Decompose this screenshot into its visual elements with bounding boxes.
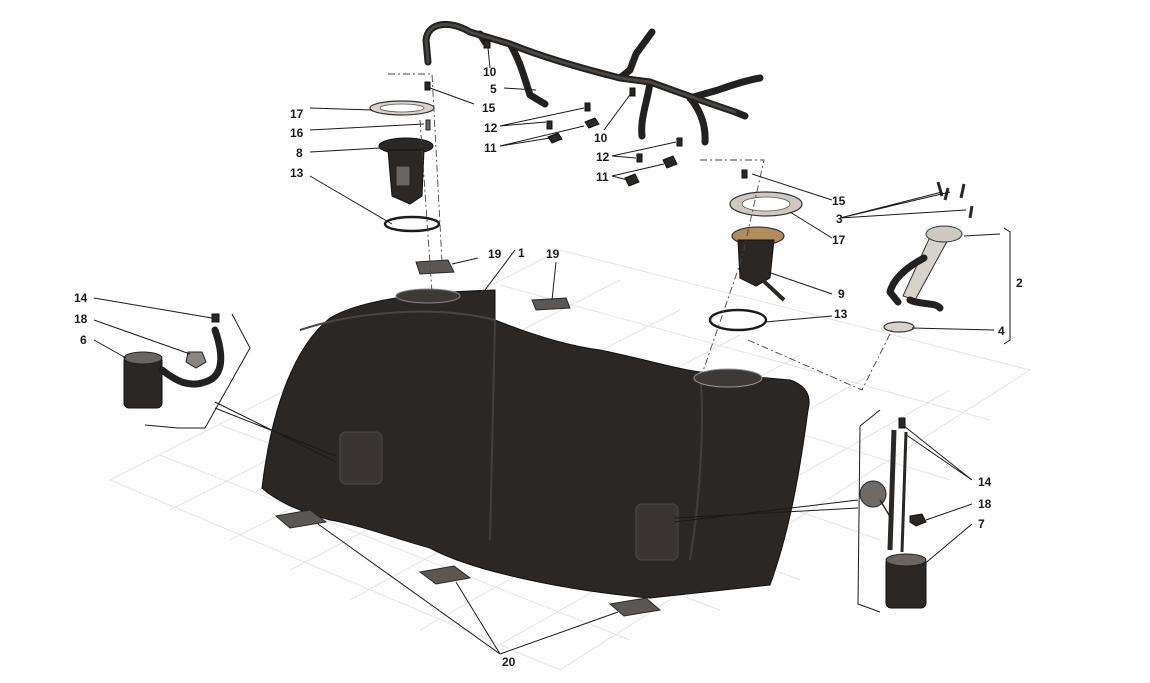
callout-4: 4 (998, 324, 1005, 338)
callout-12-left: 12 (484, 121, 498, 135)
callout-14-left: 14 (74, 291, 88, 305)
callout-11-right: 11 (596, 170, 609, 184)
callout-18-left: 18 (74, 312, 88, 326)
callout-16: 16 (290, 126, 304, 140)
left-fuel-pump-module (369, 100, 441, 233)
bracket-lines (144, 227, 1011, 613)
right-fuel-pump-module (708, 191, 803, 332)
callout-13-right: 13 (834, 307, 848, 321)
callout-11-left: 11 (484, 141, 497, 155)
left-external-pump (123, 313, 225, 409)
callout-3: 3 (836, 212, 843, 226)
callout-10-top: 10 (483, 65, 497, 79)
fuel-level-sender (883, 181, 974, 333)
callout-17-right: 17 (832, 233, 846, 247)
callout-2: 2 (1016, 276, 1023, 290)
callout-18-right: 18 (978, 497, 992, 511)
callout-19-left: 19 (488, 247, 502, 261)
vent-hose-assembly (422, 21, 764, 146)
fuel-tank (261, 288, 810, 599)
callout-19-right: 19 (546, 247, 560, 261)
small-fasteners (424, 39, 748, 187)
callout-9: 9 (838, 287, 845, 301)
callout-8: 8 (296, 146, 303, 160)
pads (274, 259, 662, 617)
callout-13-left: 13 (290, 166, 304, 180)
right-external-pump (859, 417, 927, 609)
assembly-axes (388, 73, 893, 391)
callout-labels: 1 2 3 4 5 6 7 8 9 10 10 11 11 12 12 13 1… (74, 65, 1023, 669)
callout-17-left: 17 (290, 107, 304, 121)
callout-10-mid: 10 (594, 131, 608, 145)
callout-1: 1 (518, 246, 525, 260)
callout-7: 7 (978, 517, 985, 531)
callout-20: 20 (502, 655, 516, 669)
callout-14-right: 14 (978, 475, 992, 489)
leader-lines (93, 47, 1001, 655)
callout-6: 6 (80, 333, 87, 347)
callout-12-right: 12 (596, 150, 610, 164)
callout-15-left: 15 (482, 101, 496, 115)
callout-15-right: 15 (832, 194, 846, 208)
callout-5: 5 (490, 82, 497, 96)
